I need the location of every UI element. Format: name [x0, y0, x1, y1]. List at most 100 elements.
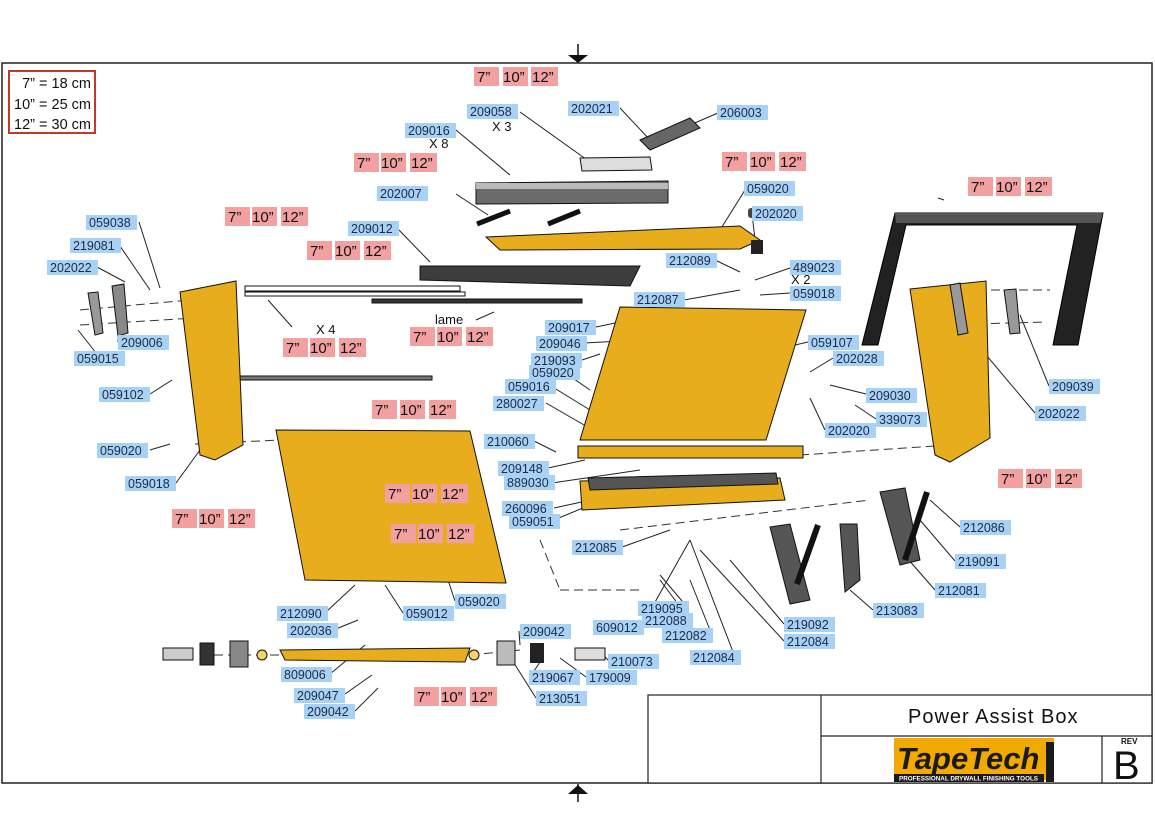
part-label-background — [790, 260, 841, 275]
part-label-background — [455, 594, 506, 609]
leader-lines — [77, 107, 1050, 712]
size-7: 7” — [228, 209, 241, 226]
part-number-label: 609012 — [593, 620, 644, 635]
part-number-text: 179009 — [589, 671, 631, 685]
part-number-text: 280027 — [496, 397, 538, 411]
part-label-background — [403, 606, 454, 621]
part-label-background — [502, 501, 553, 516]
part-label-background — [125, 476, 176, 491]
part-number-text: 219091 — [958, 555, 1000, 569]
part-number-label: 219092 — [784, 617, 835, 632]
part-label-background — [642, 613, 693, 628]
size-10: 10” — [750, 154, 772, 171]
size-12: 12” — [471, 689, 493, 706]
part-label-background — [504, 475, 555, 490]
part-label-background — [118, 335, 169, 350]
part-number-label: 212084 — [690, 650, 741, 665]
part-number-text: 209006 — [121, 336, 163, 350]
part-number-text: 209016 — [408, 124, 450, 138]
part-label-background — [666, 253, 717, 268]
part-label-background — [752, 206, 803, 221]
size-12: 12” — [532, 69, 554, 86]
size-group-hinge: 7” 10” 12” — [385, 484, 468, 503]
front-panel — [275, 429, 507, 584]
part-label-background — [545, 320, 596, 335]
size-10: 10” — [437, 329, 459, 346]
part-number-text: 219081 — [73, 239, 115, 253]
part-number-text: 212086 — [963, 521, 1005, 535]
part-number-label: 209042 — [304, 704, 355, 719]
part-number-text: 059018 — [793, 287, 835, 301]
part-number-text: 339073 — [879, 413, 921, 427]
part-number-label: 202021 — [568, 101, 619, 116]
size-10: 10” — [400, 402, 422, 419]
part-number-text: 212089 — [669, 254, 711, 268]
part-number-label: 059020 — [529, 365, 580, 380]
part-number-label: 202020 — [752, 206, 803, 221]
part-label-background — [505, 379, 556, 394]
left-side-plate — [87, 280, 244, 461]
part-number-text: 059020 — [532, 366, 574, 380]
part-label-background — [608, 654, 659, 669]
part-number-label: 210060 — [484, 434, 535, 449]
part-label-background — [529, 670, 580, 685]
part-number-text: 209039 — [1052, 380, 1094, 394]
size-7: 7” — [1001, 471, 1014, 488]
part-number-text: 202028 — [836, 352, 878, 366]
part-label-background — [784, 634, 835, 649]
part-label-background — [520, 624, 571, 639]
part-label-background — [825, 423, 876, 438]
part-label-background — [86, 215, 137, 230]
part-label-background — [467, 104, 518, 119]
part-number-label: 059018 — [790, 286, 841, 301]
size-12: 12” — [229, 511, 251, 528]
size-12: 12” — [340, 340, 362, 357]
part-number-text: 206003 — [720, 106, 762, 120]
part-number-text: 202021 — [571, 102, 613, 116]
legend-line-10: 10” = 25 cm — [14, 96, 91, 113]
part-number-label: 210073 — [608, 654, 659, 669]
size-10: 10” — [441, 689, 463, 706]
part-number-label: 209042 — [520, 624, 571, 639]
part-label-background — [493, 396, 544, 411]
size-12: 12” — [467, 329, 489, 346]
part-label-background — [99, 387, 150, 402]
size-group-right-plate: 7” 10” 12” — [998, 469, 1082, 488]
size-7: 7” — [388, 486, 401, 503]
part-number-label: 489023 — [790, 260, 841, 275]
size-group-handle: 7” 10” 12” — [968, 177, 1052, 196]
part-number-label: 219095 — [638, 601, 689, 616]
logo-tagline: PROFESSIONAL DRYWALL FINISHING TOOLS — [899, 776, 1038, 783]
size-group-top: 7” 10” 12” — [474, 67, 558, 86]
part-label-background — [833, 351, 884, 366]
rev-label: REV — [1121, 737, 1138, 746]
part-number-label: 809006 — [281, 667, 332, 682]
part-number-text: 210060 — [487, 435, 529, 449]
part-number-label: 212088 — [642, 613, 693, 628]
part-label-background — [287, 623, 338, 638]
part-number-text: 609012 — [596, 621, 638, 635]
size-7: 7” — [310, 243, 323, 260]
part-number-label: 209148 — [498, 461, 549, 476]
part-number-text: 059020 — [100, 444, 142, 458]
lame-label: lame — [435, 312, 463, 327]
part-number-text: 059015 — [77, 352, 119, 366]
size-10: 10” — [503, 69, 525, 86]
part-label-background — [529, 365, 580, 380]
qty-x2: X 2 — [791, 272, 811, 287]
part-number-text: 209012 — [351, 222, 393, 236]
part-number-text: 489023 — [793, 261, 835, 275]
size-12: 12” — [448, 526, 470, 543]
part-label-background — [1035, 406, 1086, 421]
part-number-label: 202028 — [833, 351, 884, 366]
size-10: 10” — [412, 486, 434, 503]
part-number-label: 213051 — [536, 691, 587, 706]
part-number-text: 260096 — [505, 502, 547, 516]
part-number-text: 219092 — [787, 618, 829, 632]
legend-line-12: 12” = 30 cm — [14, 117, 91, 133]
size-10: 10” — [310, 340, 332, 357]
legend-line-7: 7” = 18 cm — [22, 76, 91, 92]
part-number-label: 059102 — [99, 387, 150, 402]
part-number-text: 209017 — [548, 321, 590, 335]
